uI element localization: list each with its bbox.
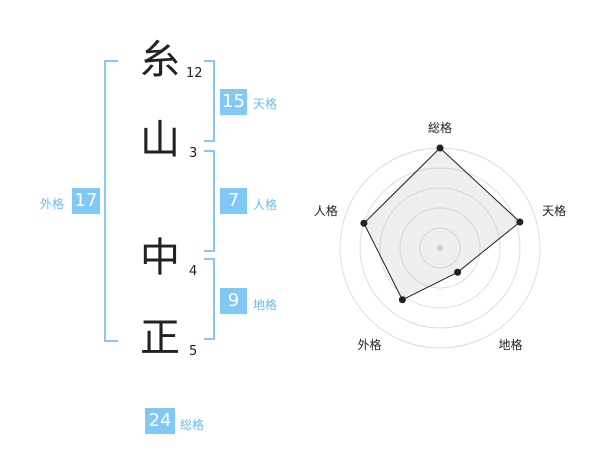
name-char-2: 山: [140, 117, 180, 163]
chikaku-value-badge: 9: [220, 288, 247, 314]
radar-axis-label-5: 人格: [314, 203, 338, 218]
radar-axis-label-1: 総格: [428, 120, 452, 135]
radar-axis-label-4: 外格: [357, 337, 381, 352]
radar-point-5: [360, 219, 368, 227]
stroke-count-1: 12: [186, 66, 203, 81]
soukaku-value-badge: 24: [145, 408, 175, 434]
chikaku-label: 地格: [253, 298, 278, 312]
stroke-count-3: 4: [189, 264, 198, 279]
radar-ring-1: [419, 227, 461, 269]
radar-ring-3: [379, 187, 501, 309]
radar-data-polygon: [363, 147, 521, 301]
gaikaku-value-badge: 17: [72, 188, 100, 214]
stroke-count-4: 5: [189, 344, 198, 359]
radar-axis-label-2: 天格: [542, 203, 566, 218]
radar-point-2: [516, 218, 524, 226]
name-char-3: 中: [140, 235, 180, 281]
gaikaku-label: 外格: [40, 197, 65, 211]
jinkaku-label: 人格: [253, 198, 278, 212]
tenkaku-bracket: [204, 60, 215, 142]
tenkaku-label: 天格: [253, 97, 278, 111]
soukaku-label: 総格: [180, 418, 205, 432]
radar-center-dot: [437, 245, 443, 251]
radar-ring-4: [359, 167, 521, 329]
jinkaku-value-badge: 7: [220, 188, 247, 214]
tenkaku-value-badge: 15: [220, 89, 247, 115]
gaikaku-bracket: [104, 60, 118, 342]
name-char-4: 正: [140, 315, 180, 361]
stroke-count-2: 3: [189, 146, 198, 161]
name-char-1: 糸: [140, 37, 180, 83]
chikaku-bracket: [204, 258, 215, 340]
radar-point-4: [398, 296, 406, 304]
jinkaku-bracket: [204, 150, 215, 252]
radar-ring-2: [399, 207, 481, 289]
radar-axis-label-3: 地格: [498, 337, 522, 352]
radar-point-3: [454, 268, 462, 276]
radar-point-1: [436, 144, 444, 152]
